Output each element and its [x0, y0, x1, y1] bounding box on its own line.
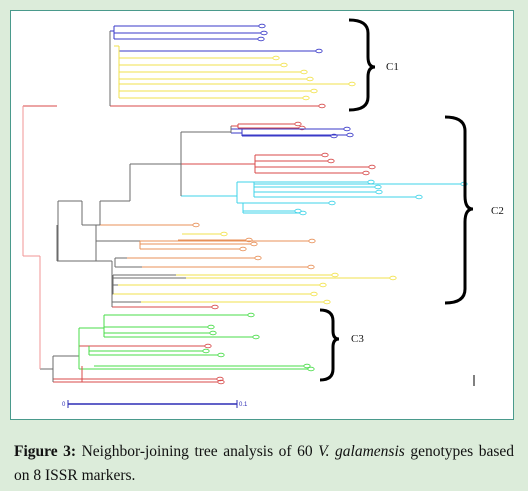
cluster-c2-label: C2 — [491, 205, 504, 217]
leaf-node-label — [331, 272, 339, 278]
leaf-node-label — [239, 246, 247, 252]
cluster-c1-bracket — [348, 18, 376, 112]
leaf-node-label — [323, 299, 331, 305]
leaf-node-label — [368, 164, 376, 170]
leaf-node-label — [280, 62, 288, 68]
leaf-node-label — [302, 95, 310, 101]
caption-text-after: genotypes based on 8 ISSR markers. — [14, 443, 514, 484]
leaf-node-label — [348, 81, 356, 87]
leaf-node-label — [254, 255, 262, 261]
leaf-node-label — [343, 126, 351, 132]
leaf-node-label — [207, 324, 215, 330]
figure-caption: Figure 3: Neighbor-joining tree analysis… — [14, 440, 514, 488]
leaf-node-label — [192, 222, 200, 228]
leaf-node-label — [204, 343, 212, 349]
leaf-node-label — [258, 23, 266, 29]
cluster-c3-label: C3 — [351, 333, 364, 345]
leaf-node-label — [319, 282, 327, 288]
leaf-node-label — [211, 304, 219, 310]
leaf-node-label — [362, 170, 370, 176]
leaf-node-label — [308, 238, 316, 244]
leaf-node-label — [328, 200, 336, 206]
leaf-node-label — [367, 179, 375, 185]
leaf-node-label — [310, 88, 318, 94]
leaf-node-label — [216, 376, 224, 382]
cluster-c2-bracket — [444, 115, 474, 305]
leaf-node-label — [257, 36, 265, 42]
leaf-node-label — [315, 48, 323, 54]
cluster-c1-label: C1 — [386, 61, 399, 73]
leaf-node-label — [220, 231, 228, 237]
cluster-c3-bracket — [319, 308, 340, 382]
leaf-node-label — [300, 69, 308, 75]
figure-panel: C1 C2 C3 0 0.1 — [10, 10, 514, 420]
leaf-node-label — [298, 125, 306, 131]
caption-species: V. galamensis — [318, 443, 405, 460]
leaf-node-label — [306, 76, 314, 82]
leaf-node-label — [299, 210, 307, 216]
leaf-node-label — [202, 348, 210, 354]
leaf-node-label — [415, 194, 423, 200]
leaf-node-label — [346, 132, 354, 138]
leaf-node-label — [330, 133, 338, 139]
scale-end-label: 0.1 — [239, 402, 248, 408]
leaf-node-label — [307, 264, 315, 270]
scale-bar: 0 0.1 — [62, 400, 248, 408]
scale-start-label: 0 — [62, 402, 66, 408]
leaf-node-label — [272, 55, 280, 61]
leaf-node-label — [294, 121, 302, 127]
leaf-node-label — [327, 158, 335, 164]
leaf-node-label — [307, 366, 315, 372]
leaf-node-label — [375, 189, 383, 195]
dendrogram: C1 C2 C3 0 0.1 — [22, 18, 504, 408]
leaf-node-label — [260, 30, 268, 36]
leaf-node-label — [245, 237, 253, 243]
leaf-node-label — [310, 291, 318, 297]
caption-text-before: Neighbor-joining tree analysis of 60 — [76, 443, 319, 460]
leaf-node-label — [250, 241, 258, 247]
leaf-node-label — [252, 334, 260, 340]
leaf-node-label — [321, 152, 329, 158]
leaf-node-label — [217, 379, 225, 385]
leaf-node-label — [318, 103, 326, 109]
leaf-node-label — [217, 352, 225, 358]
leaf-node-label — [389, 275, 397, 281]
leaf-node-label — [209, 330, 217, 336]
leaf-node-label — [303, 363, 311, 369]
caption-label: Figure 3: — [14, 443, 77, 460]
leaf-node-label — [374, 184, 382, 190]
leaf-node-label — [247, 312, 255, 318]
